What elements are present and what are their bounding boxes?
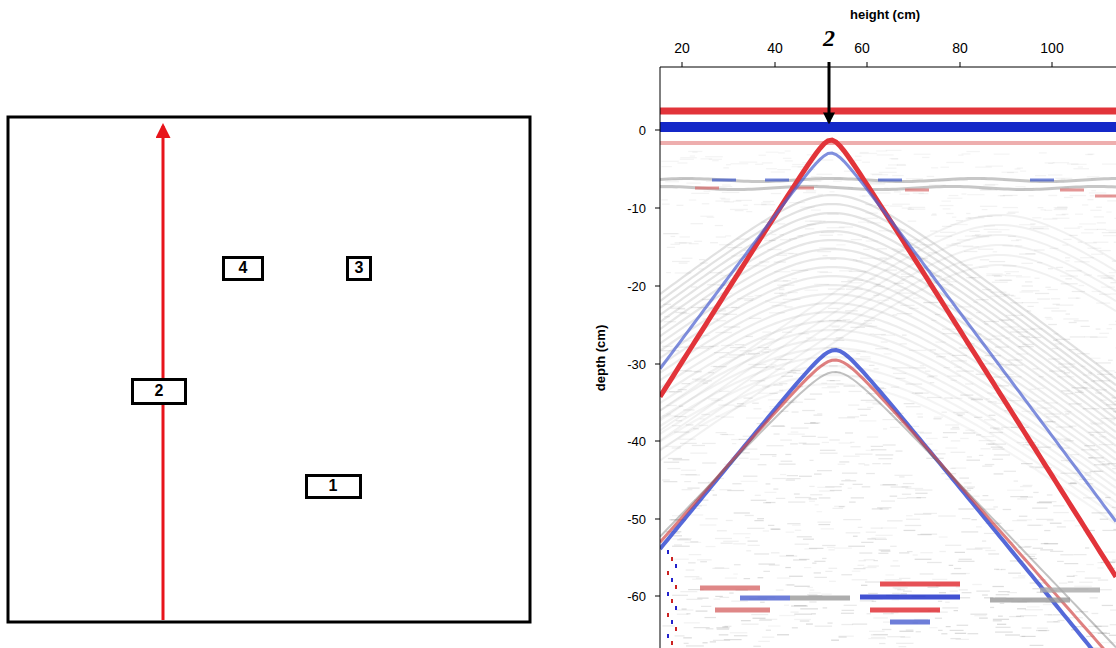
callout-box: 2: [131, 378, 187, 405]
callout-box: 3: [346, 256, 372, 281]
axis-left: [660, 67, 661, 648]
tick-label: 0: [639, 124, 646, 137]
tick-label: 60: [854, 41, 870, 55]
callout-box: 1: [305, 474, 362, 499]
tick-label: 100: [1040, 41, 1063, 55]
tick-label: -20: [627, 280, 646, 293]
tick-label: 40: [767, 41, 783, 55]
target-arrow: [828, 62, 831, 122]
callout-number: 2: [155, 383, 164, 399]
radargram: [660, 67, 1116, 648]
callout-number: 4: [239, 260, 248, 276]
tick-label: -10: [627, 202, 646, 215]
callout-number: 1: [329, 478, 338, 494]
tick-label: -60: [627, 590, 646, 603]
axis-title: depth (cm): [594, 325, 607, 391]
axis-top: [660, 67, 1116, 68]
target-label: 2: [823, 26, 835, 50]
tick-label: -50: [627, 513, 646, 526]
axis-title: height (cm): [850, 8, 920, 21]
tick-label: 80: [952, 41, 968, 55]
tick-label: 20: [674, 41, 690, 55]
callout-box: 4: [222, 256, 264, 281]
scan-path-arrow: [162, 126, 165, 620]
tick-label: -40: [627, 435, 646, 448]
tick-label: -30: [627, 358, 646, 371]
callout-number: 3: [355, 260, 364, 276]
axis-ticks: [655, 62, 1052, 596]
survey-area: [8, 117, 530, 622]
